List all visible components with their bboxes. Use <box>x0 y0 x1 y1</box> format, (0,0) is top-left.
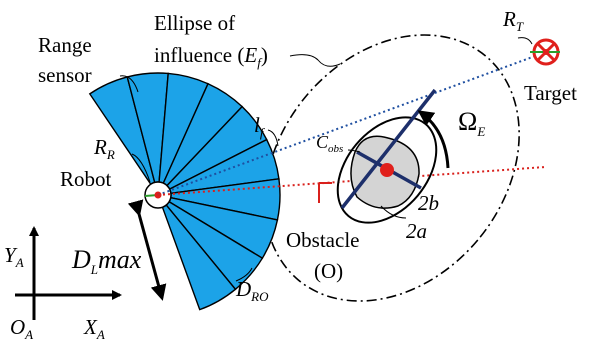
ellipse-label-line1: Ellipse of <box>154 11 235 35</box>
lf-subscript: f <box>260 125 266 140</box>
c-obs-leader <box>347 149 361 153</box>
ellipse-label-prefix: influence ( <box>154 43 244 67</box>
omega-symbol: Ω <box>458 107 477 136</box>
dl-max-text: max <box>98 245 142 274</box>
two-b-label: 2b <box>418 191 439 215</box>
cobs-label: Cobs <box>316 132 343 155</box>
cobs-symbol: C <box>316 132 329 152</box>
target-label: Target <box>524 81 577 105</box>
rt-label: RT <box>502 7 524 34</box>
dl-max-arrow <box>127 199 167 301</box>
rr-subscript: R <box>106 147 115 162</box>
rt-subscript: T <box>516 19 524 34</box>
dl-max-label: DLmax <box>71 245 142 277</box>
ellipse-symbol: E <box>243 43 257 67</box>
ellipse-close: ) <box>261 43 268 67</box>
dl-symbol: D <box>71 245 91 274</box>
dl-subscript: L <box>90 262 98 277</box>
range-sensor-label-line1: Range <box>38 33 92 57</box>
ellipse-leader <box>289 54 341 67</box>
obstacle-label-line2: (O) <box>314 259 343 283</box>
dro-symbol: D <box>235 277 251 301</box>
sight-line-to-target <box>157 51 547 196</box>
rr-symbol: R <box>93 135 107 159</box>
ya-subscript: A <box>15 255 24 270</box>
rr-label: RR <box>93 135 115 162</box>
xa-subscript: A <box>96 327 105 342</box>
range-sensor-fan <box>88 72 281 311</box>
ya-symbol: Y <box>4 243 18 267</box>
oa-label: OA <box>10 315 33 342</box>
obstacle-rounded-box-icon <box>336 88 438 224</box>
omega-label: ΩE <box>458 107 485 139</box>
two-a-leader <box>380 205 407 219</box>
right-angle-marker <box>318 182 332 203</box>
ya-label: YA <box>4 243 24 270</box>
xa-symbol: X <box>83 315 98 339</box>
rt-symbol: R <box>502 7 516 31</box>
lf-symbol: l <box>254 113 260 137</box>
omega-subscript: E <box>476 124 485 139</box>
ellipse-subscript: f <box>257 55 263 70</box>
xa-label: XA <box>83 315 105 342</box>
rt-leader <box>517 37 533 45</box>
lf-label: lf <box>254 113 266 140</box>
range-sensor-label-line2: sensor <box>38 63 92 87</box>
oa-subscript: A <box>24 327 33 342</box>
ellipse-label-line2: influence (Ef) <box>154 43 268 70</box>
target-crossed-circle-icon <box>530 38 560 66</box>
robot-label: Robot <box>60 167 112 191</box>
range-sensor-leader <box>119 75 139 93</box>
ellipse-of-influence <box>264 34 520 302</box>
dro-label: DRO <box>235 277 269 304</box>
oa-symbol: O <box>10 315 25 339</box>
cobs-subscript: obs <box>328 143 343 155</box>
obstacle-label-line1: Obstacle <box>286 228 359 252</box>
curved-arrow-icon <box>417 110 450 169</box>
lf-leader <box>267 129 279 147</box>
dro-leader <box>235 267 253 282</box>
two-a-label: 2a <box>406 219 427 243</box>
rr-leader <box>131 153 151 183</box>
dro-subscript: RO <box>250 289 269 304</box>
